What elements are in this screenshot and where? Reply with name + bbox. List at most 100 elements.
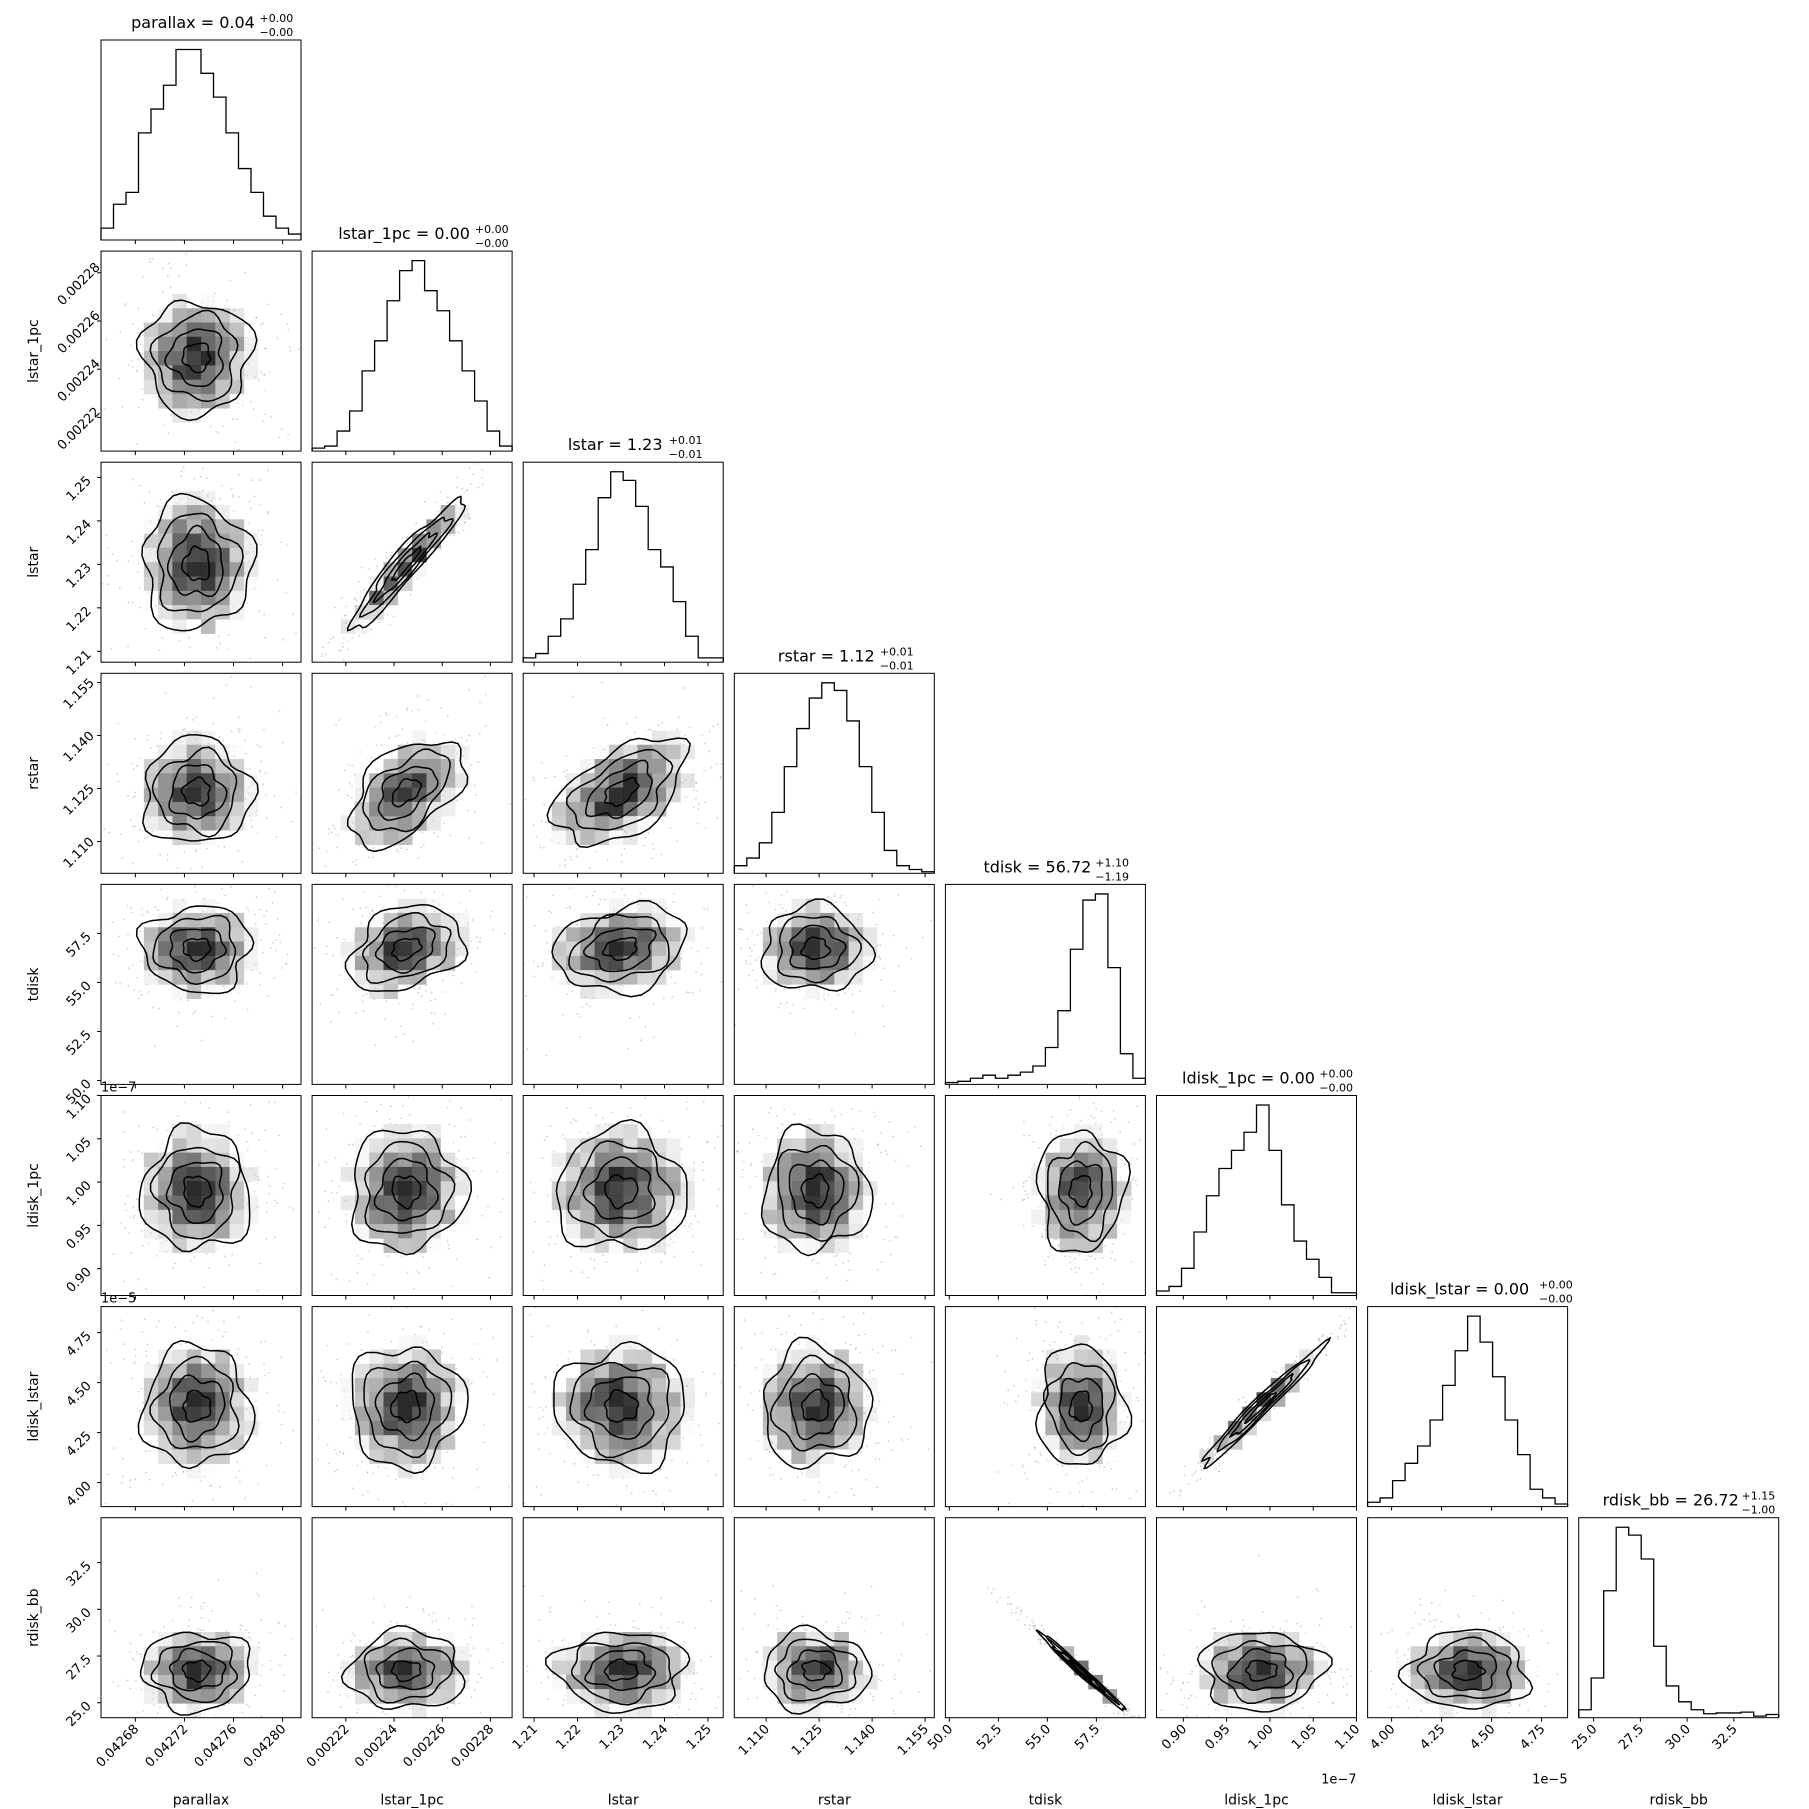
scatter-point	[264, 1149, 267, 1152]
scatter-point	[456, 1171, 458, 1173]
scatter-point	[278, 710, 281, 713]
density-cell	[215, 505, 230, 520]
scatter-point	[1112, 1242, 1114, 1245]
scatter-point	[695, 971, 697, 973]
scatter-point	[433, 891, 436, 894]
scatter-point	[351, 636, 354, 639]
density-cell	[186, 605, 202, 620]
scatter-point	[480, 841, 483, 844]
scatter-point	[623, 830, 626, 833]
scatter-point	[576, 1013, 579, 1015]
scatter-point	[130, 1252, 133, 1255]
density-cell	[397, 1138, 413, 1153]
hist-title-tdisk: tdisk = 56.72	[983, 857, 1091, 876]
contour-2	[788, 1159, 845, 1226]
scatter-point	[350, 796, 353, 799]
scatter-point	[380, 721, 382, 724]
panel-frame	[944, 1095, 1146, 1296]
scatter-point	[682, 687, 685, 689]
scatter-point	[259, 1341, 262, 1344]
scatter-point	[569, 1121, 572, 1124]
scatter-point	[124, 1203, 126, 1205]
scatter-point	[719, 777, 722, 780]
density-cell	[651, 730, 667, 746]
density-cell	[637, 1195, 653, 1211]
scatter-point	[471, 919, 474, 921]
density-cell	[594, 1238, 610, 1253]
scatter-point	[207, 741, 210, 744]
scatter-point	[246, 1008, 249, 1011]
panel-content-2-0	[101, 466, 297, 663]
density-cell	[229, 533, 245, 549]
scatter-point	[465, 508, 468, 510]
scatter-point	[137, 1278, 140, 1281]
scatter-point	[1024, 1190, 1027, 1192]
contour-2	[1057, 1160, 1104, 1226]
scatter-point	[884, 1202, 887, 1205]
density-cell	[201, 605, 216, 620]
scatter-point	[879, 944, 882, 947]
scatter-point	[449, 834, 452, 836]
scatter-point	[699, 989, 701, 992]
scatter-point	[682, 1184, 685, 1187]
density-cell	[566, 830, 581, 846]
scatter-point	[499, 1236, 502, 1238]
scatter-point	[367, 856, 370, 859]
scatter-point	[745, 959, 748, 962]
scatter-point	[330, 993, 332, 996]
density-cell	[383, 773, 399, 788]
scatter-point	[464, 514, 467, 517]
scatter-point	[675, 840, 678, 843]
scatter-point	[146, 738, 149, 741]
scatter-point	[1050, 1248, 1052, 1250]
scatter-point	[643, 844, 646, 847]
scatter-point	[209, 1485, 212, 1487]
scatter-point	[397, 851, 400, 853]
density-cell	[426, 759, 441, 774]
scatter-point	[342, 637, 345, 639]
density-cell	[229, 744, 245, 760]
density-cell	[623, 773, 638, 788]
density-cell	[623, 830, 638, 846]
scatter-point	[568, 905, 571, 908]
scatter-point	[194, 730, 197, 733]
density-cell	[397, 984, 413, 999]
scatter-point	[245, 752, 248, 755]
density-cell	[215, 533, 230, 549]
scatter-point	[595, 1114, 597, 1116]
scatter-point	[321, 652, 324, 655]
density-cell	[201, 322, 216, 338]
scatter-point	[657, 724, 660, 727]
scatter-point	[679, 742, 682, 745]
scatter-point	[562, 982, 564, 985]
scatter-point	[490, 1246, 493, 1249]
scatter-point	[245, 552, 248, 555]
scatter-point	[267, 1175, 270, 1178]
scatter-point	[250, 686, 253, 688]
scatter-point	[231, 418, 234, 421]
scatter-point	[865, 1184, 868, 1187]
scatter-point	[830, 1109, 833, 1112]
density-cell	[172, 293, 188, 309]
density-cell	[440, 744, 456, 760]
scatter-point	[686, 1107, 688, 1110]
density-cell	[143, 1224, 159, 1239]
scatter-point	[1047, 1256, 1050, 1258]
density-cell	[848, 927, 864, 942]
scatter-point	[780, 894, 783, 897]
scatter-point	[1078, 1253, 1081, 1256]
panel-frame	[311, 461, 513, 663]
scatter-point	[229, 279, 232, 282]
scatter-point	[353, 933, 356, 936]
density-cell	[158, 533, 173, 549]
scatter-point	[233, 745, 235, 748]
scatter-point	[697, 808, 699, 811]
scatter-point	[427, 553, 429, 556]
scatter-point	[633, 731, 636, 734]
scatter-point	[852, 1011, 855, 1014]
scatter-point	[348, 781, 351, 784]
scatter-point	[368, 568, 370, 571]
scatter-point	[896, 1236, 899, 1239]
density-cell	[1059, 1238, 1075, 1253]
scatter-point	[224, 894, 227, 897]
